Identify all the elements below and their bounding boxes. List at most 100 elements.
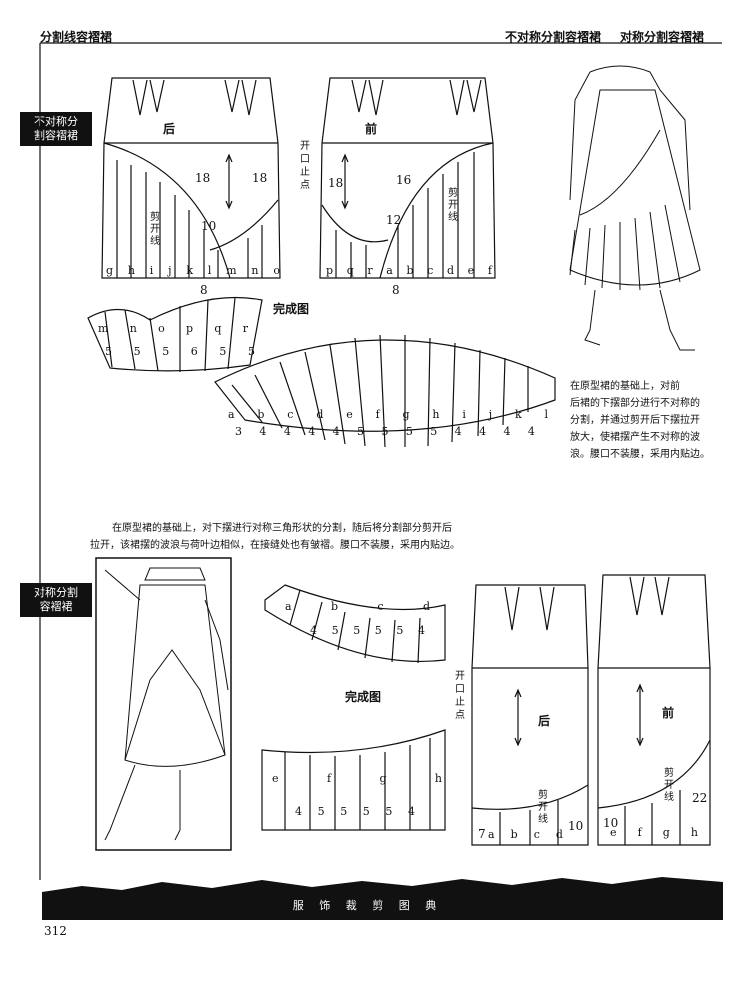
number: 5 — [219, 345, 227, 358]
letter: a — [228, 408, 235, 421]
s1-dim-8: 8 — [392, 283, 400, 297]
number: 4 — [454, 425, 462, 438]
s2-bottom-piece-numbers: 4 5 5 5 5 4 — [295, 805, 415, 818]
number: 4 — [308, 425, 316, 438]
letter: c — [287, 408, 294, 421]
s1-desc-line: 在原型裙的基础上，对前 — [570, 381, 680, 392]
number: 5 — [362, 805, 370, 818]
s1-desc-line: 分割，并通过剪开后下摆拉开 — [570, 415, 700, 426]
letter: g — [662, 826, 670, 839]
header-right-title-2: 对称分割容褶裙 — [620, 30, 705, 44]
number: 4 — [310, 624, 317, 637]
letter: r — [242, 322, 248, 335]
letter: c — [427, 264, 434, 277]
letter: e — [346, 408, 353, 421]
s1-slit-stop-label: 开 口 止 点 — [300, 141, 310, 191]
letter: b — [510, 828, 518, 841]
letter: f — [375, 408, 380, 421]
s1-large-piece-letters: a b c d e f g h i j k l — [228, 408, 548, 421]
section1-back-skirt — [101, 77, 281, 279]
s1-finished-label: 完成图 — [273, 302, 310, 316]
letter: h — [434, 772, 442, 785]
s2-bottom-piece-letters: e f g h — [272, 772, 442, 785]
number: 4 — [332, 425, 340, 438]
s2-finished-label: 完成图 — [345, 690, 382, 704]
number: 5 — [133, 345, 141, 358]
s1-dim-6: 16 — [396, 173, 412, 187]
s1-desc-line: 后裙的下摆部分进行不对称的 — [570, 398, 700, 409]
letter: a — [488, 828, 495, 841]
page-number: 312 — [44, 924, 67, 938]
number: 5 — [357, 425, 365, 438]
s2-back-label: 后 — [538, 714, 551, 728]
number: 5 — [430, 425, 438, 438]
s1-back-label: 后 — [163, 122, 176, 136]
s2-dim-1: 7 — [478, 827, 486, 841]
s1-front-label: 前 — [365, 122, 378, 136]
s1-dim-2: 18 — [252, 171, 268, 185]
s2-back-letters: a b c d — [488, 828, 563, 841]
section2-tab: 对称分割 容褶裙 — [20, 583, 92, 617]
s2-desc-line: 拉开，该裙摆的波浪与荷叶边相似，在接缝处也有皱褶。腰口不装腰，采用内贴边。 — [90, 540, 460, 551]
s1-dim-5: 18 — [328, 176, 344, 190]
letter: g — [379, 772, 387, 785]
letter: h — [127, 264, 135, 277]
footer-book-title: 服 饰 裁 剪 图 典 — [292, 899, 443, 912]
letter: e — [467, 264, 475, 277]
letter: i — [149, 264, 154, 277]
letter: k — [186, 264, 194, 277]
letter: f — [326, 772, 332, 785]
section2-piece-bottom — [261, 729, 446, 831]
number: 5 — [162, 345, 170, 358]
s1-small-piece-numbers: 5 5 5 6 5 5 — [105, 345, 255, 358]
letter: d — [555, 828, 563, 841]
s2-front-label: 前 — [662, 706, 675, 720]
number: 4 — [283, 425, 291, 438]
letter: f — [637, 826, 642, 839]
s1-desc-line: 浪。腰口不装腰，采用内贴边。 — [570, 449, 710, 460]
letter: n — [251, 264, 259, 277]
letter: b — [330, 600, 338, 613]
number: 5 — [105, 345, 112, 358]
letter: b — [406, 264, 414, 277]
s1-large-piece-numbers: 3 4 4 4 4 5 5 5 5 4 4 4 4 — [235, 425, 535, 438]
s2-front-letters: e f g h — [610, 826, 698, 839]
s2-top-piece-numbers: 4 5 5 5 5 4 — [310, 624, 425, 637]
s2-dim-2: 10 — [568, 819, 584, 833]
number: 4 — [479, 425, 487, 438]
s1-back-letters: g h i j k l m n o — [106, 264, 280, 277]
s2-dim-3: 10 — [603, 816, 619, 830]
letter: m — [226, 264, 237, 277]
letter: p — [326, 264, 334, 277]
letter: k — [514, 408, 522, 421]
letter: f — [487, 264, 492, 277]
letter: h — [432, 408, 440, 421]
number: 5 — [353, 624, 361, 637]
number: 5 — [381, 425, 389, 438]
section2-front-skirt — [597, 574, 711, 846]
section2-figure — [95, 557, 232, 851]
section2-back-skirt — [471, 584, 589, 846]
letter: c — [377, 600, 384, 613]
s1-desc-line: 放大，使裙摆产生不对称的波 — [570, 432, 700, 443]
letter: h — [690, 826, 698, 839]
header-right-title-1: 不对称分割容褶裙 — [505, 30, 602, 44]
section1-front-skirt — [319, 77, 496, 279]
s1-cut-line-label-front: 剪开线 — [448, 188, 458, 223]
letter: b — [257, 408, 265, 421]
letter: a — [285, 600, 292, 613]
number: 4 — [417, 624, 425, 637]
s1-dim-7: 12 — [386, 213, 402, 227]
number: 5 — [331, 624, 339, 637]
number: 5 — [396, 624, 404, 637]
section1-piece-large — [214, 334, 556, 448]
number: 5 — [247, 345, 255, 358]
number: 4 — [527, 425, 535, 438]
s1-description: 在原型裙的基础上，对前 后裙的下摆部分进行不对称的 分割，并通过剪开后下摆拉开 … — [570, 378, 720, 463]
letter: n — [129, 322, 137, 335]
number: 3 — [235, 425, 242, 438]
letter: j — [488, 408, 493, 421]
letter: g — [106, 264, 114, 277]
letter: m — [98, 322, 109, 335]
number: 4 — [503, 425, 511, 438]
